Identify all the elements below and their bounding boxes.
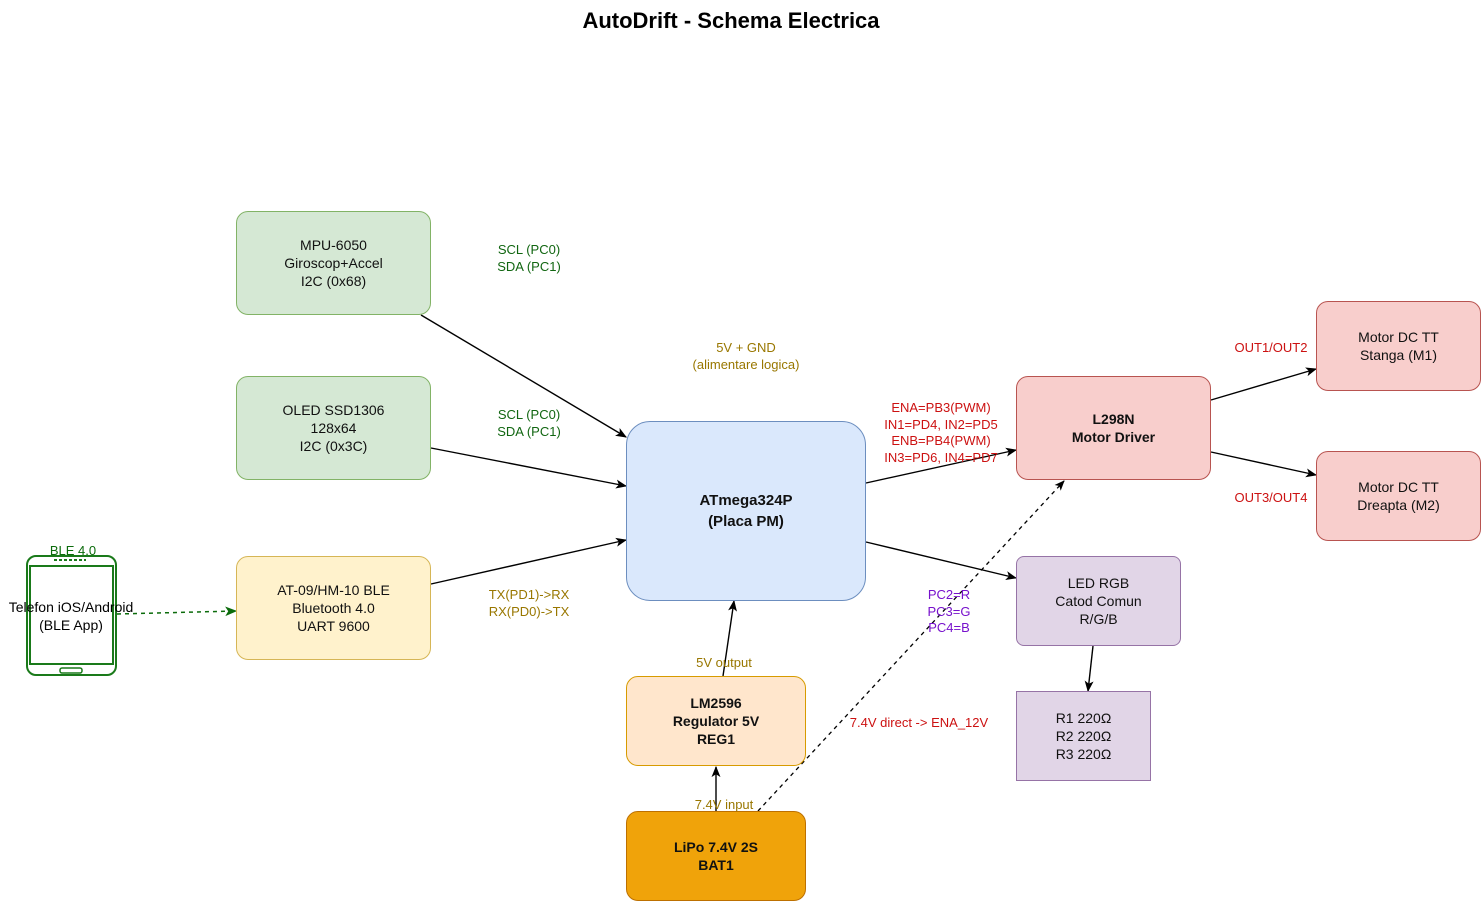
motor-right-name: Dreapta (M2) bbox=[1357, 497, 1440, 513]
out-right-label: OUT3/OUT4 bbox=[1234, 490, 1308, 505]
mpu6050-addr: I2C (0x68) bbox=[300, 273, 367, 289]
wire-bat-driver-direct bbox=[757, 480, 1065, 812]
led-pin-r: PC2=R bbox=[927, 587, 971, 602]
wire-phone-bt bbox=[116, 606, 238, 617]
motor-control-in12: IN1=PD4, IN2=PD5 bbox=[884, 416, 998, 432]
battery-name: LiPo 7.4V 2S bbox=[673, 839, 759, 855]
led-rgb-name: LED RGB bbox=[1067, 575, 1130, 591]
smartphone-icon bbox=[26, 555, 117, 676]
phone-label: Telefon iOS/Android (BLE App) bbox=[0, 598, 142, 634]
wire-mcu-driver bbox=[865, 447, 1018, 484]
motor-driver-name: L298N bbox=[1092, 411, 1135, 427]
bluetooth-version: Bluetooth 4.0 bbox=[292, 600, 375, 616]
resistor-r1: R1 220Ω bbox=[1055, 710, 1112, 726]
oled-name: OLED SSD1306 bbox=[282, 402, 385, 418]
uart-tx: TX(PD1)->RX bbox=[488, 587, 570, 602]
direct-power-label: 7.4V direct -> ENA_12V bbox=[849, 715, 989, 730]
led-rgb-block[interactable]: LED RGB Catod Comun R/G/B bbox=[1016, 556, 1181, 646]
oled-i2c-sda: SDA (PC1) bbox=[497, 423, 561, 439]
mpu6050-name: MPU-6050 bbox=[300, 237, 367, 253]
phone-label-line1: Telefon iOS/Android bbox=[8, 599, 134, 615]
wire-mcu-led bbox=[865, 541, 1018, 581]
logic-power-line2: (alimentare logica) bbox=[692, 356, 800, 372]
resistors-block[interactable]: R1 220Ω R2 220Ω R3 220Ω bbox=[1016, 691, 1151, 781]
motor-left-block[interactable]: Motor DC TT Stanga (M1) bbox=[1316, 301, 1481, 391]
motor-left-type: Motor DC TT bbox=[1358, 329, 1439, 345]
led-pin-b: PC4=B bbox=[928, 620, 970, 635]
logic-power-label: 5V + GND (alimentare logica) bbox=[676, 340, 816, 373]
resistor-r2: R2 220Ω bbox=[1055, 728, 1112, 744]
led-pins-label: PC2=R PC3=G PC4=B bbox=[914, 587, 984, 637]
diagram-title: AutoDrift - Schema Electrica bbox=[582, 8, 880, 33]
mpu-i2c-scl: SCL (PC0) bbox=[497, 242, 561, 257]
bluetooth-block[interactable]: AT-09/HM-10 BLE Bluetooth 4.0 UART 9600 bbox=[236, 556, 431, 660]
motor-control-label: ENA=PB3(PWM) IN1=PD4, IN2=PD5 ENB=PB4(PW… bbox=[876, 400, 1006, 466]
mcu-board: (Placa PM) bbox=[708, 513, 784, 530]
motor-left-name: Stanga (M1) bbox=[1359, 347, 1438, 363]
phone-ble-label: BLE 4.0 bbox=[49, 543, 97, 558]
oled-i2c-label: SCL (PC0) SDA (PC1) bbox=[484, 407, 574, 440]
motor-control-ena: ENA=PB3(PWM) bbox=[891, 400, 991, 415]
uart-rx: RX(PD0)->TX bbox=[488, 603, 570, 619]
oled-block[interactable]: OLED SSD1306 128x64 I2C (0x3C) bbox=[236, 376, 431, 480]
mpu-i2c-label: SCL (PC0) SDA (PC1) bbox=[484, 242, 574, 275]
bluetooth-name: AT-09/HM-10 BLE bbox=[277, 582, 390, 598]
mcu-name: ATmega324P bbox=[699, 492, 793, 509]
logic-power-line1: 5V + GND bbox=[716, 340, 776, 355]
battery-input-label: 7.4V input bbox=[694, 797, 754, 812]
oled-res: 128x64 bbox=[310, 420, 357, 436]
motor-driver-desc: Motor Driver bbox=[1071, 429, 1156, 445]
resistor-r3: R3 220Ω bbox=[1055, 746, 1112, 762]
oled-i2c-scl: SCL (PC0) bbox=[497, 407, 561, 422]
wire-mpu-mcu bbox=[420, 314, 627, 438]
uart-label: TX(PD1)->RX RX(PD0)->TX bbox=[474, 587, 584, 620]
motor-control-in34: IN3=PD6, IN4=PD7 bbox=[884, 449, 998, 465]
out-left-label: OUT1/OUT2 bbox=[1234, 340, 1308, 355]
wire-bt-mcu bbox=[430, 537, 628, 585]
led-rgb-channels: R/G/B bbox=[1079, 611, 1118, 627]
mcu-block[interactable]: ATmega324P (Placa PM) bbox=[626, 421, 866, 601]
oled-addr: I2C (0x3C) bbox=[299, 438, 368, 454]
led-rgb-type: Catod Comun bbox=[1055, 593, 1142, 609]
mpu-i2c-sda: SDA (PC1) bbox=[497, 258, 561, 274]
regulator-block[interactable]: LM2596 Regulator 5V REG1 bbox=[626, 676, 806, 766]
bluetooth-baud: UART 9600 bbox=[297, 618, 370, 634]
regulator-ref: REG1 bbox=[696, 731, 736, 747]
motor-right-type: Motor DC TT bbox=[1358, 479, 1439, 495]
battery-ref: BAT1 bbox=[698, 857, 734, 873]
led-pin-g: PC3=G bbox=[927, 603, 971, 619]
motor-right-block[interactable]: Motor DC TT Dreapta (M2) bbox=[1316, 451, 1481, 541]
wire-driver-m2 bbox=[1210, 451, 1318, 478]
wire-driver-m1 bbox=[1210, 367, 1318, 401]
battery-block[interactable]: LiPo 7.4V 2S BAT1 bbox=[626, 811, 806, 901]
motor-driver-block[interactable]: L298N Motor Driver bbox=[1016, 376, 1211, 480]
mpu6050-desc: Giroscop+Accel bbox=[284, 255, 383, 271]
wire-reg-mcu bbox=[722, 599, 737, 677]
regulator-output-label: 5V output bbox=[696, 655, 752, 670]
wire-led-res bbox=[1084, 645, 1094, 693]
motor-control-enb: ENB=PB4(PWM) bbox=[891, 433, 991, 448]
mpu6050-block[interactable]: MPU-6050 Giroscop+Accel I2C (0x68) bbox=[236, 211, 431, 315]
regulator-name: LM2596 bbox=[690, 695, 742, 711]
regulator-desc: Regulator 5V bbox=[672, 713, 760, 729]
wire-oled-mcu bbox=[430, 447, 628, 489]
phone-label-line2: (BLE App) bbox=[39, 617, 103, 633]
